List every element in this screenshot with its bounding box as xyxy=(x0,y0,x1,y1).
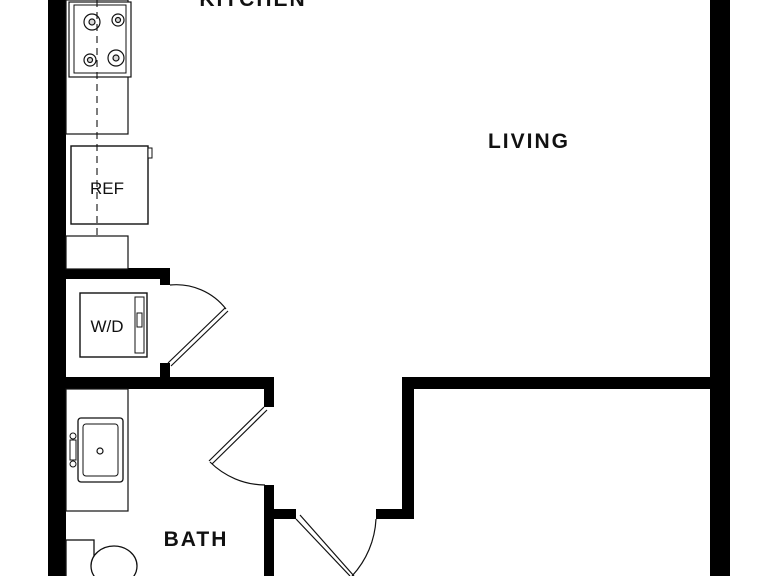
bedroom-door-jamb xyxy=(376,509,414,519)
bedroom-top-wall xyxy=(402,377,712,389)
bath-top-wall xyxy=(66,377,274,389)
laundry-door-jamb-bottom xyxy=(160,363,170,379)
bath-room-label: BATH xyxy=(164,528,229,551)
bath-east-wall-upper xyxy=(264,377,274,407)
walls xyxy=(48,0,730,576)
bath-door-swing xyxy=(208,406,268,486)
laundry-closet: W/D xyxy=(79,284,229,367)
laundry-top-wall xyxy=(66,268,170,279)
living-room-label: LIVING xyxy=(488,130,570,153)
toilet xyxy=(65,539,138,576)
refrigerator-body xyxy=(70,145,149,225)
washer-dryer-label: W/D xyxy=(90,317,123,336)
bedroom-stub-wall xyxy=(274,509,296,519)
west-exterior-wall xyxy=(48,0,66,576)
bedroom-door-swing xyxy=(295,514,377,576)
refrigerator-handle xyxy=(147,147,153,159)
bath-east-wall-lower xyxy=(264,485,274,576)
refrigerator: REF xyxy=(70,145,153,225)
east-exterior-wall xyxy=(710,0,730,576)
bathroom: BATH xyxy=(65,388,268,576)
laundry-door-swing xyxy=(167,284,229,367)
toilet-bowl xyxy=(90,545,138,576)
faucet-icon xyxy=(69,432,77,468)
refrigerator-label: REF xyxy=(90,179,124,198)
range xyxy=(68,1,132,78)
kitchen: REF KITCHEN xyxy=(65,0,306,270)
bedroom-west-wall xyxy=(402,377,414,519)
kitchen-counter-lower xyxy=(65,235,129,270)
kitchen-room-label: KITCHEN xyxy=(199,0,306,11)
toilet-tank xyxy=(65,539,95,576)
sink-drain-icon xyxy=(96,447,104,455)
burner-icon xyxy=(83,13,125,67)
laundry-door-jamb-top xyxy=(160,268,170,285)
washer-dryer-knob xyxy=(136,312,143,328)
